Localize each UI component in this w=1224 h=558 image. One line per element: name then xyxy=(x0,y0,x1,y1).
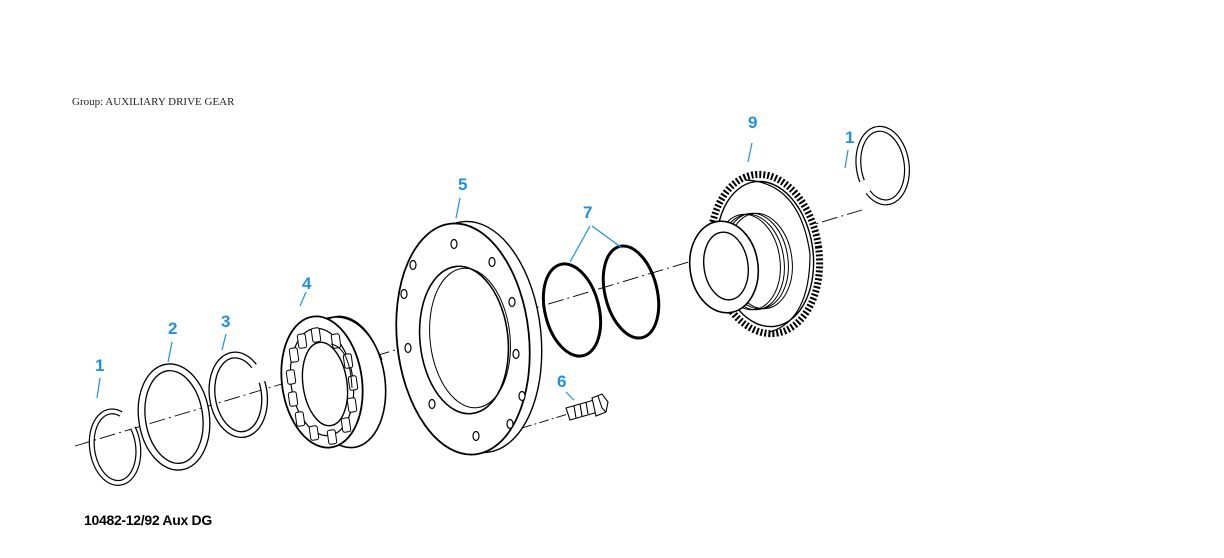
callout-7: 7 xyxy=(583,203,592,222)
o-ring-right xyxy=(601,244,661,340)
callout-1-right: 1 xyxy=(845,128,854,147)
callout-leaders xyxy=(96,142,849,401)
group-label: Group: AUXILIARY DRIVE GEAR xyxy=(72,96,235,108)
figure-id: 10482-12/92 Aux DG xyxy=(84,512,212,528)
callout-6: 6 xyxy=(557,372,566,391)
leader-6 xyxy=(565,391,575,401)
callout-2: 2 xyxy=(168,319,177,338)
flange-bolt-holes xyxy=(400,238,526,442)
ring-2 xyxy=(137,363,211,471)
callout-4: 4 xyxy=(302,274,312,293)
callout-1-left: 1 xyxy=(95,356,104,375)
leader-2 xyxy=(167,341,173,363)
bearing-rollers xyxy=(285,327,359,445)
leader-1-left xyxy=(96,377,101,399)
leader-5 xyxy=(455,197,461,219)
leader-9 xyxy=(747,142,753,163)
drive-gear xyxy=(688,170,824,338)
bolt-axis-line xyxy=(521,413,569,429)
o-ring-left xyxy=(541,262,603,358)
roller-bearing xyxy=(280,315,387,449)
leader-7b xyxy=(591,225,623,249)
bearing-housing xyxy=(395,220,543,456)
callout-3: 3 xyxy=(221,312,230,331)
snap-ring-right xyxy=(855,125,910,206)
callout-9: 9 xyxy=(748,113,757,132)
leader-3 xyxy=(221,333,227,351)
leader-1-right xyxy=(844,149,849,169)
bolt xyxy=(565,393,609,421)
callout-5: 5 xyxy=(458,175,467,194)
snap-ring-left xyxy=(88,408,142,486)
snap-ring-3 xyxy=(208,351,269,439)
leader-4 xyxy=(299,291,307,307)
callout-labels: 1 2 3 4 5 6 7 9 1 xyxy=(95,113,854,391)
leader-7a xyxy=(569,225,591,263)
